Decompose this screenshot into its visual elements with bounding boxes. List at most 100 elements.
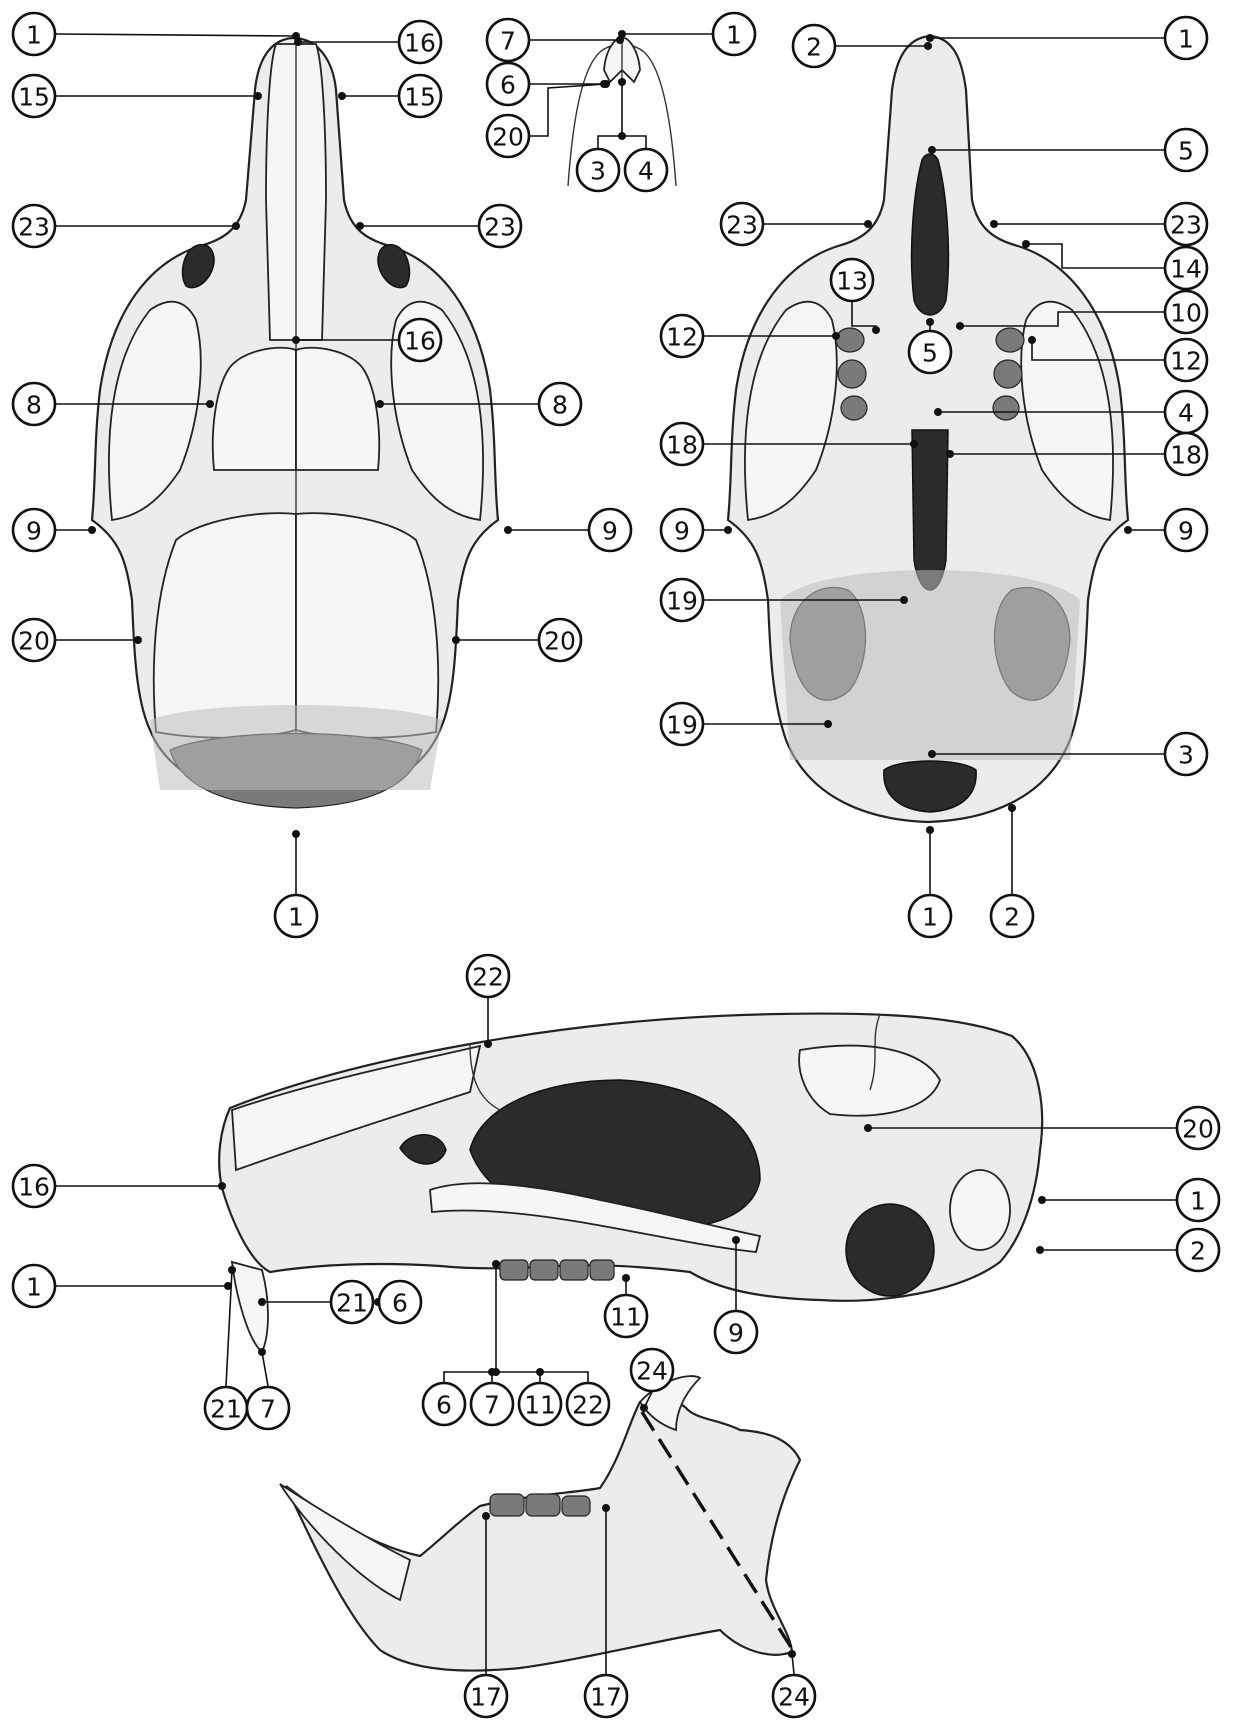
callout-dorsal-5: 23 bbox=[479, 205, 521, 247]
leader-anchor-detail-4 bbox=[618, 78, 626, 86]
callout-number: 23 bbox=[484, 213, 516, 242]
leader-anchor-ventral-17 bbox=[824, 720, 832, 728]
leader-anchor-dorsal-9 bbox=[88, 526, 96, 534]
callout-lateral-14: 11 bbox=[519, 1383, 561, 1425]
callout-ventral-9: 5 bbox=[909, 331, 951, 373]
callout-number: 8 bbox=[552, 391, 568, 420]
dorsal-parietal-right bbox=[296, 513, 438, 738]
leader-anchor-dorsal-13 bbox=[292, 830, 300, 838]
leader-anchor-ventral-2 bbox=[928, 146, 936, 154]
callout-number: 6 bbox=[392, 1289, 408, 1318]
callout-number: 20 bbox=[1182, 1115, 1214, 1144]
callout-dorsal-3: 15 bbox=[399, 75, 441, 117]
callout-number: 21 bbox=[210, 1395, 242, 1424]
leader-anchor-mandible-1 bbox=[482, 1512, 490, 1520]
callout-number: 22 bbox=[572, 1391, 604, 1420]
callout-lateral-6: 21 bbox=[331, 1281, 373, 1323]
callout-lateral-10: 21 bbox=[205, 1387, 247, 1429]
leader-anchor-lateral-10 bbox=[228, 1266, 236, 1274]
leader-line-dorsal-0 bbox=[56, 34, 296, 36]
leader-anchor-mandible-3 bbox=[788, 1650, 796, 1658]
callout-dorsal-13: 1 bbox=[275, 895, 317, 937]
callout-ventral-16: 19 bbox=[661, 579, 703, 621]
dorsal-parietal-left bbox=[154, 513, 296, 738]
callout-lateral-3: 1 bbox=[1177, 1179, 1219, 1221]
callout-ventral-17: 19 bbox=[661, 703, 703, 745]
callout-number: 9 bbox=[674, 517, 690, 546]
callout-number: 11 bbox=[610, 1303, 642, 1332]
callout-number: 17 bbox=[590, 1683, 622, 1712]
leader-anchor-ventral-15 bbox=[1124, 526, 1132, 534]
leader-anchor-lateral-0 bbox=[484, 1040, 492, 1048]
callout-dorsal-0: 1 bbox=[13, 13, 55, 55]
lateral-upper-incisor bbox=[232, 1262, 268, 1352]
callout-lateral-11: 7 bbox=[247, 1387, 289, 1429]
leader-anchor-dorsal-11 bbox=[134, 636, 142, 644]
callout-number: 16 bbox=[404, 29, 436, 58]
callout-number: 1 bbox=[26, 21, 42, 50]
callout-ventral-15: 9 bbox=[1165, 509, 1207, 551]
callout-number: 15 bbox=[18, 83, 50, 112]
leader-line-lateral-12 bbox=[444, 1264, 496, 1382]
callout-lateral-13: 7 bbox=[471, 1383, 513, 1425]
callout-number: 9 bbox=[1178, 517, 1194, 546]
callout-dorsal-1: 16 bbox=[399, 21, 441, 63]
leader-anchor-dorsal-6 bbox=[292, 336, 300, 344]
leader-line-lateral-15 bbox=[540, 1372, 588, 1382]
leader-anchor-lateral-12 bbox=[492, 1260, 500, 1268]
callout-dorsal-4: 23 bbox=[13, 205, 55, 247]
callout-number: 11 bbox=[524, 1391, 556, 1420]
leader-anchor-detail-3 bbox=[602, 80, 610, 88]
callout-lateral-1: 20 bbox=[1177, 1107, 1219, 1149]
leader-anchor-ventral-19 bbox=[926, 826, 934, 834]
leader-anchor-ventral-6 bbox=[1022, 240, 1030, 248]
callout-ventral-0: 2 bbox=[793, 25, 835, 67]
callout-lateral-8: 11 bbox=[605, 1295, 647, 1337]
callout-mandible-0: 24 bbox=[631, 1349, 673, 1391]
callout-lateral-5: 1 bbox=[13, 1265, 55, 1307]
leader-anchor-lateral-3 bbox=[1038, 1196, 1046, 1204]
leader-anchor-mandible-2 bbox=[602, 1504, 610, 1512]
callout-number: 20 bbox=[492, 123, 524, 152]
callout-number: 24 bbox=[778, 1683, 810, 1712]
callout-number: 4 bbox=[1178, 399, 1194, 428]
leader-anchor-ventral-10 bbox=[1028, 336, 1036, 344]
callout-number: 19 bbox=[666, 711, 698, 740]
leader-anchor-ventral-9 bbox=[926, 318, 934, 326]
leader-anchor-lateral-9 bbox=[732, 1236, 740, 1244]
callout-ventral-5: 13 bbox=[831, 259, 873, 301]
callout-number: 9 bbox=[728, 1319, 744, 1348]
callout-number: 21 bbox=[336, 1289, 368, 1318]
callout-number: 23 bbox=[726, 211, 758, 240]
callout-number: 1 bbox=[922, 903, 938, 932]
callout-number: 10 bbox=[1170, 299, 1202, 328]
callout-number: 9 bbox=[602, 517, 618, 546]
callout-number: 17 bbox=[470, 1683, 502, 1712]
leader-anchor-lateral-2 bbox=[218, 1182, 226, 1190]
leader-anchor-ventral-5 bbox=[872, 326, 880, 334]
leader-anchor-lateral-4 bbox=[1036, 1246, 1044, 1254]
leader-anchor-lateral-15 bbox=[536, 1368, 544, 1376]
leader-anchor-ventral-16 bbox=[900, 596, 908, 604]
leader-anchor-ventral-18 bbox=[928, 750, 936, 758]
callout-detail-5: 4 bbox=[625, 149, 667, 191]
callout-number: 16 bbox=[404, 327, 436, 356]
callout-dorsal-12: 20 bbox=[539, 619, 581, 661]
leader-anchor-ventral-14 bbox=[724, 526, 732, 534]
callout-number: 23 bbox=[18, 213, 50, 242]
leader-anchor-ventral-4 bbox=[990, 220, 998, 228]
leader-anchor-lateral-11 bbox=[258, 1348, 266, 1356]
callout-ventral-20: 2 bbox=[991, 895, 1033, 937]
lateral-auditory-meatus bbox=[846, 1204, 934, 1296]
callout-mandible-3: 24 bbox=[773, 1675, 815, 1717]
callout-lateral-7: 6 bbox=[379, 1281, 421, 1323]
callout-number: 8 bbox=[26, 391, 42, 420]
leader-anchor-mandible-0 bbox=[640, 1404, 648, 1412]
callout-number: 4 bbox=[638, 157, 654, 186]
callout-lateral-0: 22 bbox=[467, 955, 509, 997]
leader-anchor-ventral-0 bbox=[924, 42, 932, 50]
leader-anchor-dorsal-5 bbox=[356, 222, 364, 230]
callout-number: 16 bbox=[18, 1173, 50, 1202]
callout-dorsal-8: 8 bbox=[539, 383, 581, 425]
